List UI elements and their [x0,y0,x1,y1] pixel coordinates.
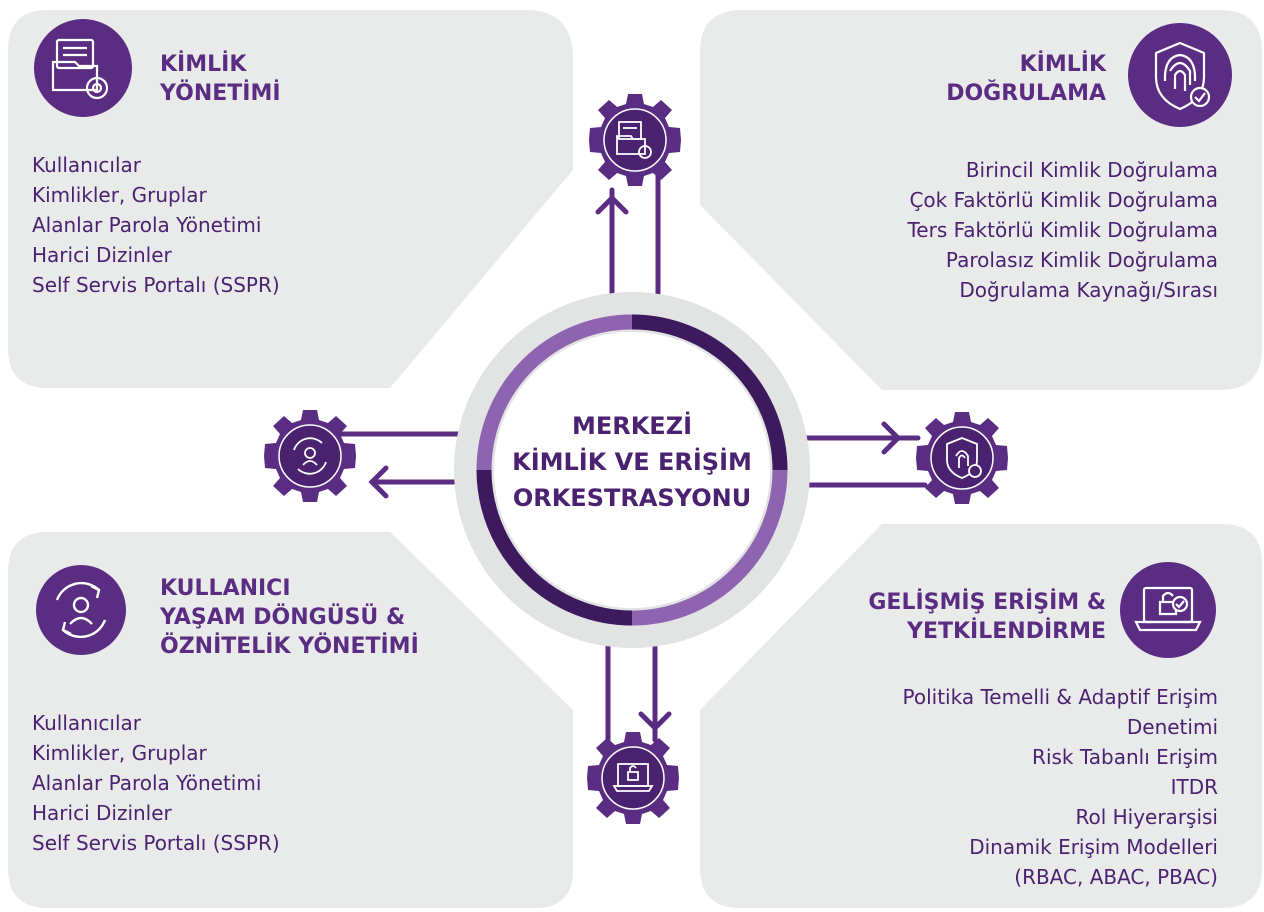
center-core [494,332,770,608]
gear-node-bottom [586,731,680,825]
list-item: Politika Temelli & Adaptif Erişim [902,685,1218,709]
lifecycle-title-line2: YAŞAM DÖNGÜSÜ & [160,605,406,630]
list-item: Denetimi [1126,715,1218,739]
authentication-title: KİMLİK DOĞRULAMA [946,50,1106,108]
fingerprint-shield-icon [946,437,982,479]
folder-gear-icon [616,121,652,159]
center-title-line1: MERKEZİ [571,412,693,440]
list-item: Self Servis Portalı (SSPR) [32,831,280,855]
list-item: Çok Faktörlü Kimlik Doğrulama [909,188,1218,212]
user-cycle-icon [293,437,327,475]
identity-management-title: KİMLİK YÖNETİMİ [160,50,281,108]
list-item: Rol Hiyerarşisi [1075,805,1218,829]
center-title-line2: KİMLİK VE ERİŞİM [512,448,752,476]
list-item: Ters Faktörlü Kimlik Doğrulama [907,218,1218,242]
laptop-lock-icon [612,763,654,792]
list-item: Kullanıcılar [32,153,141,177]
authentication-title-line1: KİMLİK [1019,52,1106,77]
list-item: Kullanıcılar [32,711,141,735]
list-item: Kimlikler, Gruplar [32,183,207,207]
laptop-lock-icon [1120,562,1216,658]
center-title-line3: ORKESTRASYONU [512,484,752,512]
folder-gear-icon [34,19,132,117]
list-item: Alanlar Parola Yönetimi [32,771,262,795]
identity-management-list: Kullanıcılar Kimlikler, Gruplar Alanlar … [32,150,280,300]
panel-authentication-bg [700,10,1262,390]
list-item: Self Servis Portalı (SSPR) [32,273,280,297]
fingerprint-shield-icon [1128,23,1232,127]
access-title: GELİŞMİŞ ERİŞİM & YETKİLENDİRME [868,588,1106,646]
list-item: Harici Dizinler [32,801,172,825]
center-title: MERKEZİ KİMLİK VE ERİŞİM ORKESTRASYONU [482,408,782,516]
gear-node-right [915,411,1009,505]
list-item: Parolasız Kimlik Doğrulama [945,248,1218,272]
center-progress-ring [476,314,788,626]
gear-node-top [588,93,682,187]
lifecycle-list: Kullanıcılar Kimlikler, Gruplar Alanlar … [32,708,280,858]
list-item: Doğrulama Kaynağı/Sırası [959,278,1218,302]
list-item: Alanlar Parola Yönetimi [32,213,262,237]
access-title-line2: YETKİLENDİRME [907,619,1106,644]
user-cycle-icon [36,565,126,655]
identity-management-title-line1: KİMLİK [160,52,247,77]
list-item: Risk Tabanlı Erişim [1032,745,1218,769]
list-item: Birincil Kimlik Doğrulama [965,158,1218,182]
gear-node-left [263,409,357,503]
list-item: (RBAC, ABAC, PBAC) [1014,865,1218,889]
authentication-title-line2: DOĞRULAMA [946,81,1106,106]
access-title-line1: GELİŞMİŞ ERİŞİM & [868,590,1106,615]
panel-identity-management-bg [8,10,573,388]
lifecycle-title: KULLANICI YAŞAM DÖNGÜSÜ & ÖZNİTELİK YÖNE… [160,574,419,661]
identity-management-title-line2: YÖNETİMİ [160,81,281,106]
lifecycle-title-line3: ÖZNİTELİK YÖNETİMİ [160,634,419,659]
list-item: Harici Dizinler [32,243,172,267]
list-item: Dinamik Erişim Modelleri [969,835,1218,859]
panel-lifecycle-bg [8,532,573,908]
authentication-list: Birincil Kimlik Doğrulama Çok Faktörlü K… [907,155,1218,305]
lifecycle-title-line1: KULLANICI [160,576,291,601]
access-list: Politika Temelli & Adaptif Erişim Deneti… [903,682,1218,892]
list-item: ITDR [1170,775,1218,799]
list-item: Kimlikler, Gruplar [32,741,207,765]
